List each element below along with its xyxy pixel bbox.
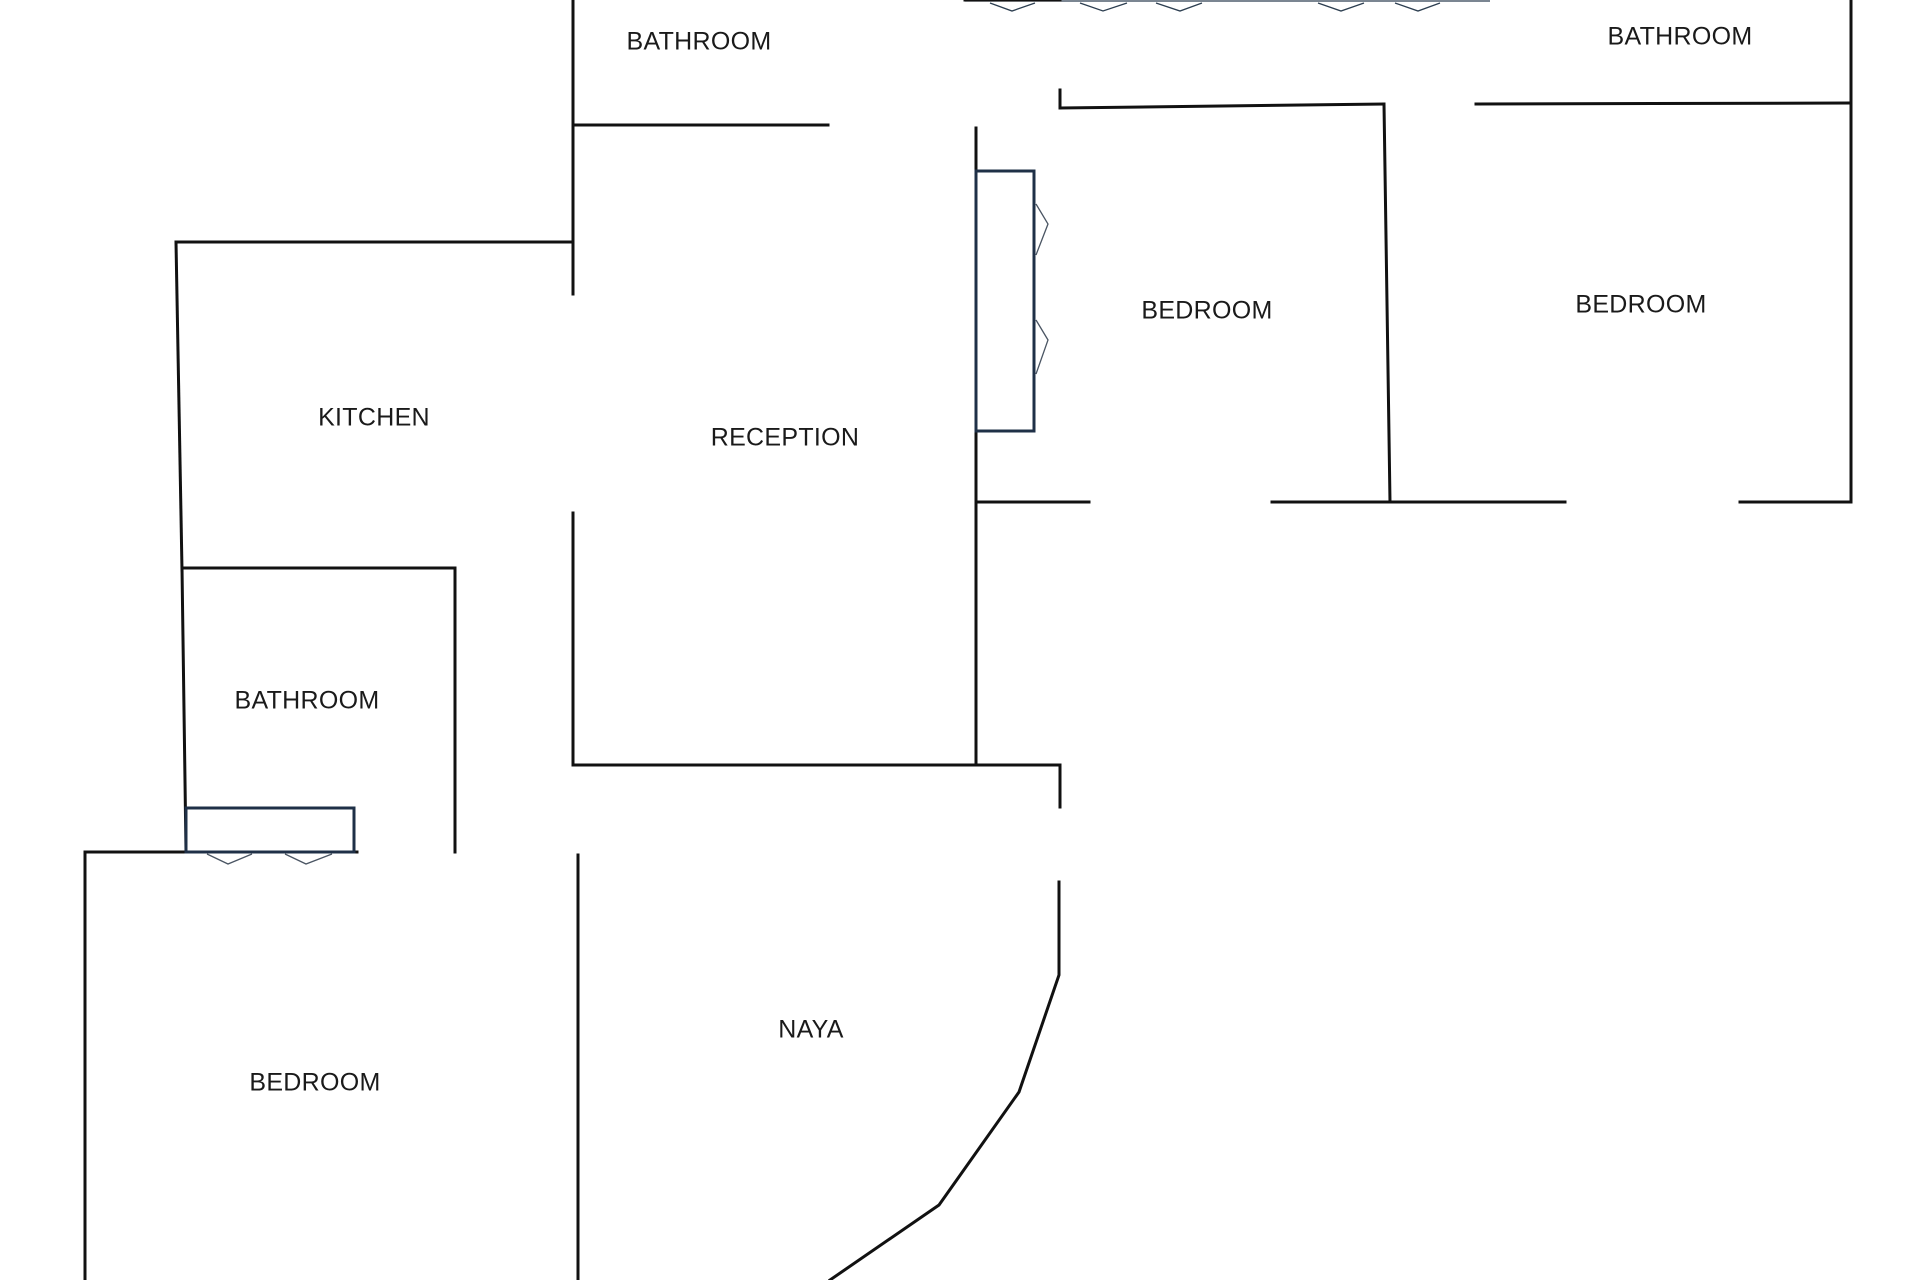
room-label-bathroom-top-right: BATHROOM [1607,22,1753,51]
room-label-bedroom-right: BEDROOM [1575,290,1707,319]
closet-door-hinge [1079,2,1128,12]
wall [1058,102,1386,110]
wall [1474,101,1853,106]
room-label-reception: RECEPTION [710,423,860,452]
closet-door-hinge [1155,2,1203,12]
closet-bedroom [974,169,1049,433]
closet-door-hinge [1394,2,1441,12]
room-label-bathroom-lower-left: BATHROOM [234,686,380,715]
room-label-naya: NAYA [778,1015,844,1044]
closet-door-hinge [1035,203,1049,256]
closet-door-hinge [206,853,253,865]
room-label-bedroom-middle: BEDROOM [1141,296,1273,325]
naya-curved-wall [827,880,1061,1280]
closet-top [963,0,1490,12]
closet-door-hinge [284,853,333,865]
room-label-bedroom-lower-left: BEDROOM [249,1068,381,1097]
closet-door-hinge [1035,319,1049,375]
wall [1382,102,1392,504]
walls [83,0,1853,1280]
room-label-kitchen: KITCHEN [318,403,430,432]
closet [184,806,356,854]
closet-door-hinge [1317,2,1365,12]
room-label-bathroom-top-left: BATHROOM [626,27,772,56]
closet-bathroom [184,806,356,865]
wall [174,240,184,572]
closet [974,169,1036,433]
wall [180,566,188,854]
closet-door-hinge [989,2,1036,12]
